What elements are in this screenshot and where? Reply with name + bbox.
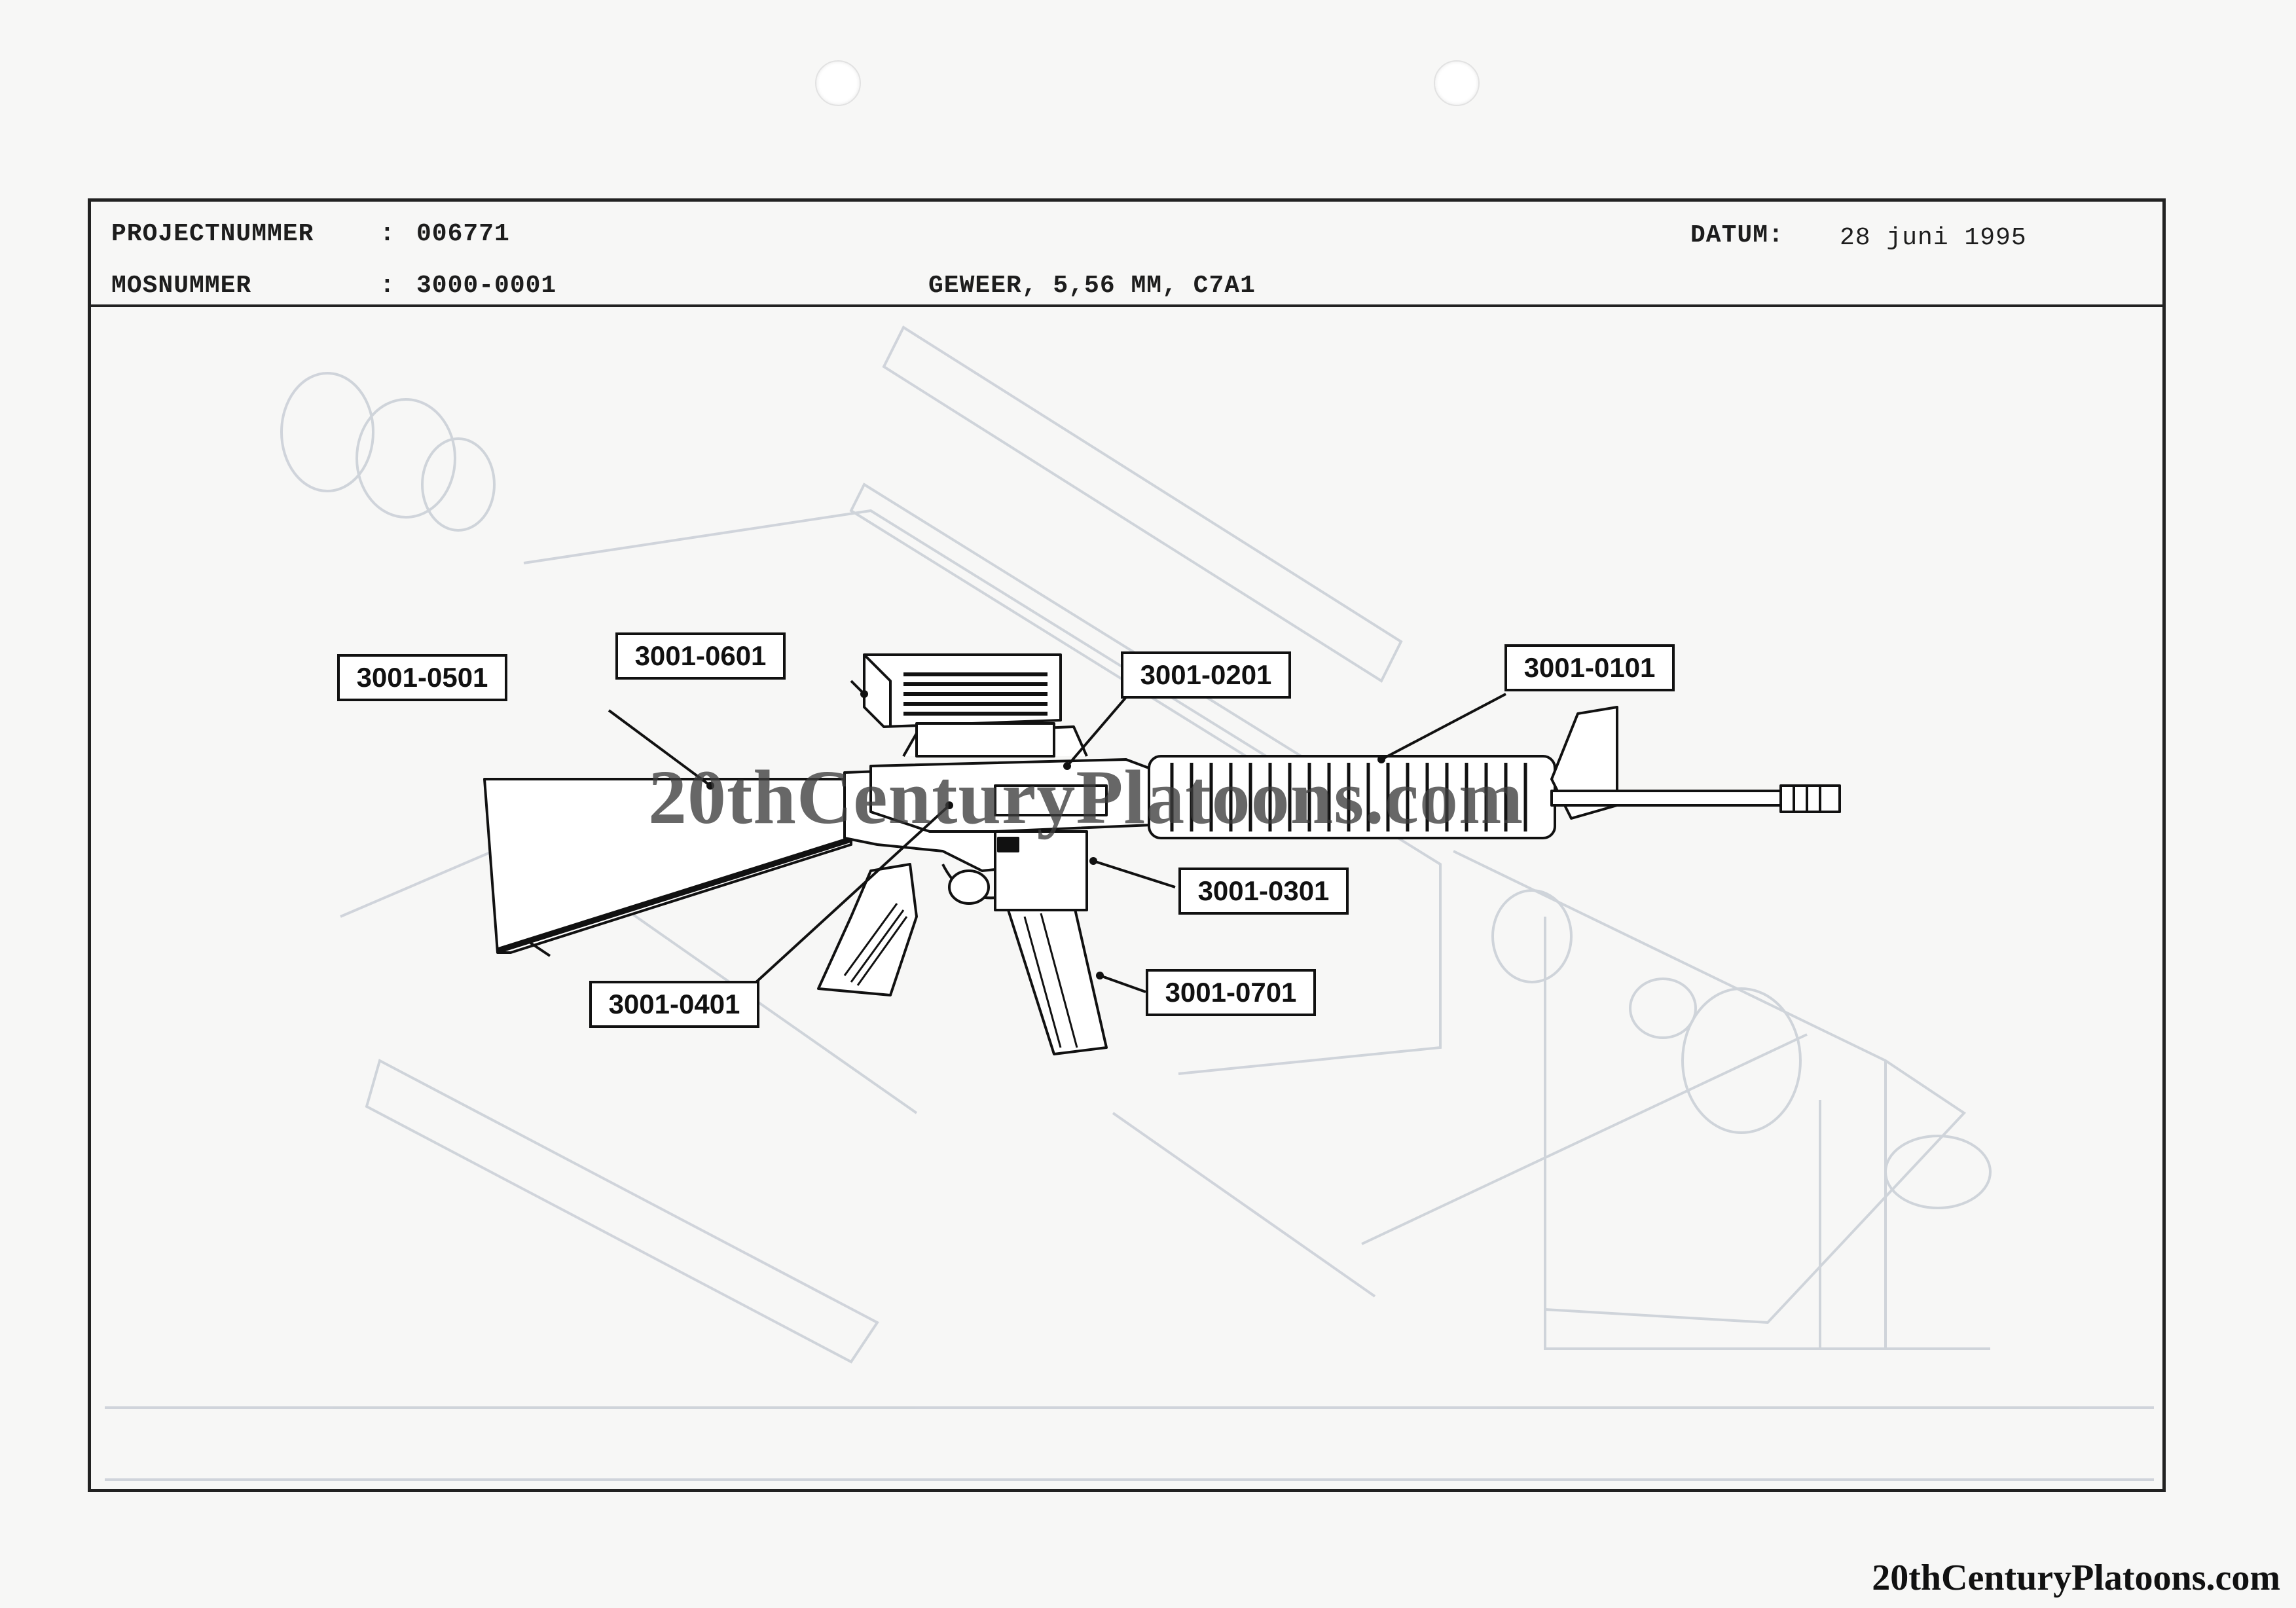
leader-magazine — [1099, 974, 1146, 993]
barrel — [1550, 790, 1789, 807]
optical-sight-fins — [903, 672, 1048, 716]
punch-hole-left — [815, 60, 861, 106]
footer-watermark: 20thCenturyPlatoons.com — [1872, 1558, 2280, 1598]
watermark: 20thCenturyPlatoons.com — [648, 754, 1524, 840]
project-number-value: 006771 — [416, 220, 510, 248]
flash-suppressor — [1779, 784, 1841, 813]
header-divider — [91, 304, 2162, 307]
buttstock — [483, 778, 852, 954]
sight-mount — [915, 722, 1055, 758]
sling-swivel — [529, 941, 551, 957]
ghost-exploded-view — [105, 325, 2154, 1481]
callout-magazine: 3001-0701 — [1146, 969, 1316, 1016]
leader-bolt — [1093, 860, 1176, 888]
callout-bolt: 3001-0301 — [1178, 868, 1349, 915]
drawing-frame — [88, 198, 2166, 1492]
magazine-ribs — [1023, 913, 1078, 1048]
callout-barrel: 3001-0101 — [1504, 644, 1675, 691]
pistol-grip — [817, 863, 918, 996]
project-number-separator: : — [380, 220, 395, 248]
leader-dots — [706, 690, 1385, 979]
magazine-release — [997, 837, 1019, 852]
callout-upper-receiver: 3001-0201 — [1121, 651, 1291, 699]
date-label: DATUM: — [1690, 221, 1784, 249]
document-title: GEWEER, 5,56 MM, C7A1 — [928, 272, 1256, 300]
trigger — [948, 869, 990, 905]
callout-sight: 3001-0601 — [615, 632, 786, 680]
leader-stock — [608, 709, 712, 787]
project-number-label: PROJECTNUMMER — [111, 220, 314, 248]
leader-lines — [608, 680, 1506, 993]
mos-number-separator: : — [380, 272, 395, 300]
buttstock-lower-edge — [496, 836, 852, 954]
punch-hole-right — [1434, 60, 1480, 106]
ejection-port — [994, 784, 1108, 816]
leader-upper — [1066, 696, 1127, 767]
flash-suppressor-slots — [1793, 787, 1821, 811]
magazine — [1007, 902, 1108, 1055]
optical-sight — [863, 653, 1062, 728]
mos-number-label: MOSNUMMER — [111, 272, 252, 300]
callout-stock: 3001-0501 — [337, 654, 507, 701]
callout-lower-receiver: 3001-0401 — [589, 981, 759, 1028]
handguard-ribs — [1170, 763, 1527, 831]
grip-texture — [843, 903, 908, 986]
leader-lower — [755, 804, 951, 983]
leader-barrel — [1381, 693, 1506, 761]
rifle — [483, 653, 1841, 1055]
mos-number-value: 3000-0001 — [416, 272, 557, 300]
optical-sight-front — [863, 653, 892, 727]
date-value: 28 juni 1995 — [1840, 224, 2027, 252]
